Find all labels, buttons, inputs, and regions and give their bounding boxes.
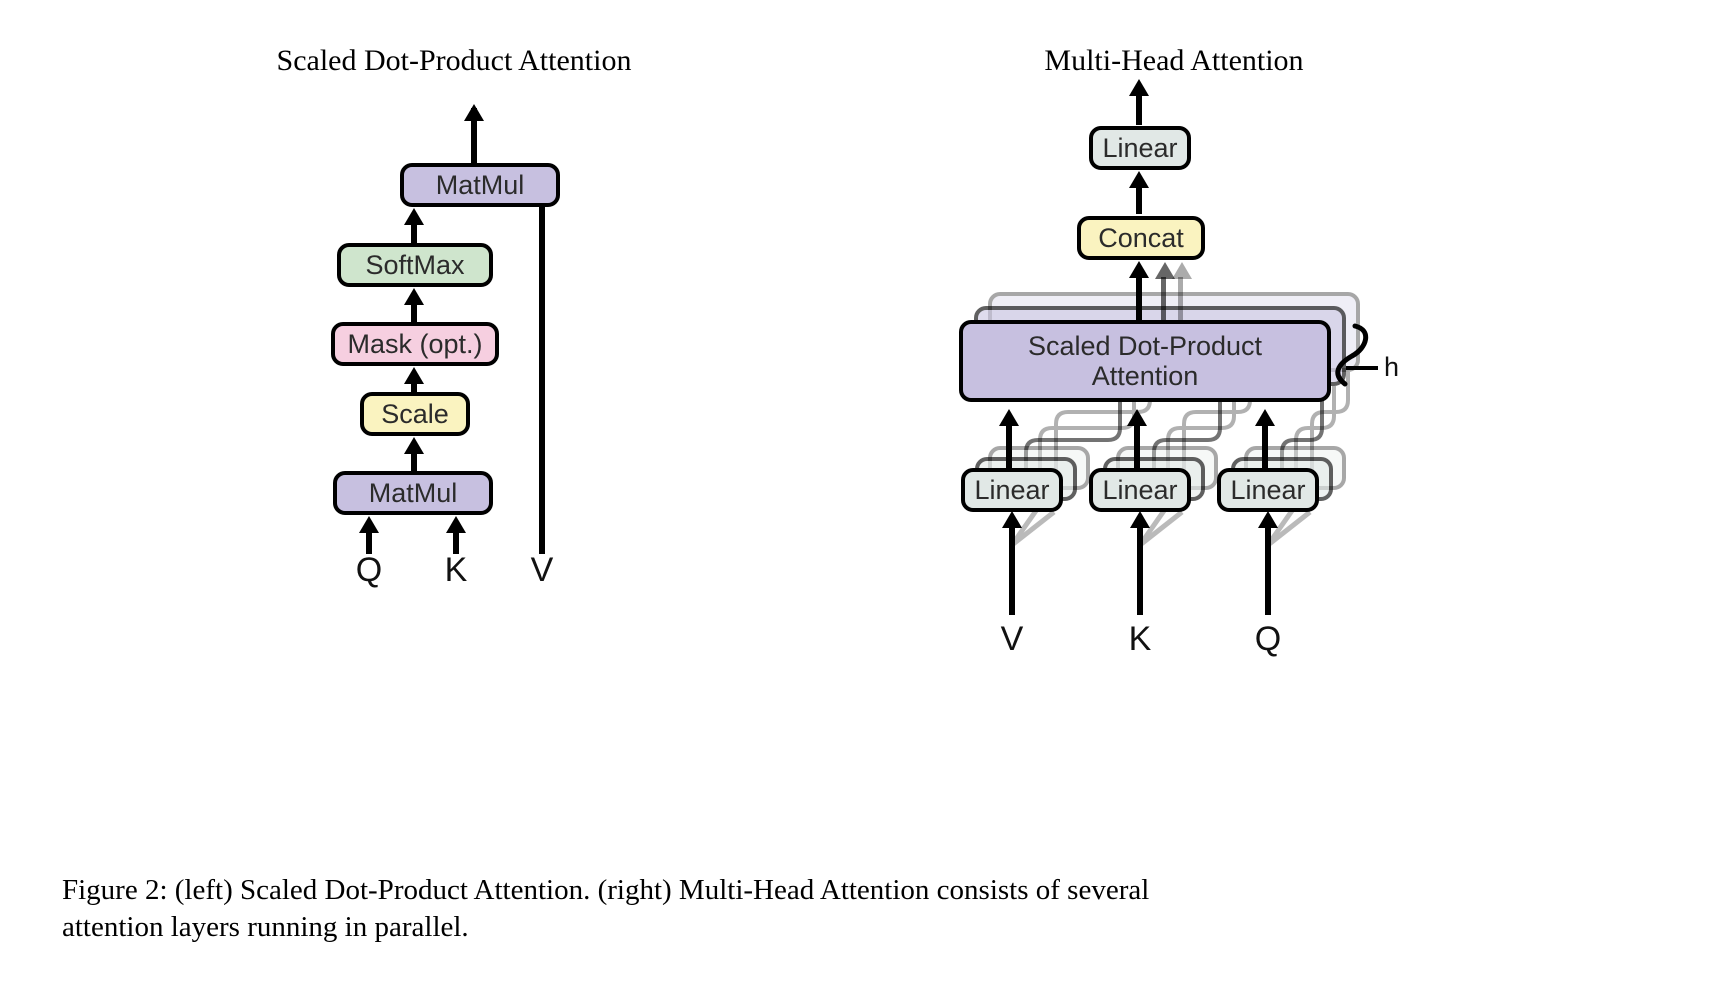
left-node-softmax: SoftMax: [337, 243, 493, 287]
left-input-arrowhead-q: [359, 516, 379, 533]
right-figure-title: Multi-Head Attention: [1044, 44, 1304, 77]
right-ghost1-arrowhead-to-concat: [1155, 262, 1175, 279]
left-node-matmul-bottom: MatMul: [333, 471, 493, 515]
right-input-line-k: [1137, 527, 1143, 615]
left-node-mask: Mask (opt.): [331, 322, 499, 366]
right-node-scaled-dot-product-attention: Scaled Dot-Product Attention: [959, 320, 1331, 402]
left-arrowhead-softmax-to-matmul: [404, 208, 424, 225]
figure-caption: Figure 2: (left) Scaled Dot-Product Atte…: [62, 872, 1674, 946]
right-output-arrowhead: [1129, 79, 1149, 96]
right-input-arrowhead-v: [1002, 511, 1022, 528]
left-input-label-k: K: [444, 551, 468, 589]
left-arrow-matmul-to-scale: [411, 453, 417, 475]
left-arrowhead-matmul-to-scale: [404, 437, 424, 454]
right-node-linear-output-label: Linear: [1102, 132, 1178, 163]
left-arrowhead-scale-to-mask: [404, 367, 424, 384]
left-arrow-mask-to-softmax: [411, 304, 417, 326]
right-arrow-attention-to-concat: [1136, 277, 1142, 327]
right-input-label-v: V: [1000, 620, 1024, 658]
right-input-arrowhead-k: [1130, 511, 1150, 528]
left-node-matmul-bottom-label: MatMul: [368, 477, 458, 508]
left-node-scale: Scale: [360, 392, 470, 436]
left-input-arrowhead-k: [446, 516, 466, 533]
right-arrowhead-linear-v-to-attention: [999, 409, 1019, 426]
caption-line-2: attention layers running in parallel.: [62, 911, 469, 944]
left-node-scale-label: Scale: [381, 398, 449, 429]
left-input-label-v: V: [530, 551, 554, 589]
heads-count-label: h: [1384, 352, 1400, 382]
left-arrow-softmax-to-matmul: [411, 224, 417, 260]
right-input-arrowhead-q: [1258, 511, 1278, 528]
right-ghost2-arrow-to-concat: [1178, 277, 1183, 321]
left-output-arrowhead: [464, 104, 484, 121]
left-output-line: [471, 108, 477, 168]
right-input-label-k: K: [1128, 620, 1152, 658]
left-input-line-q: [366, 532, 372, 554]
right-node-attention-label-line2: Attention: [1091, 361, 1199, 391]
right-arrowhead-linear-k-to-attention: [1127, 409, 1147, 426]
right-node-concat: Concat: [1077, 216, 1205, 260]
right-node-linear-q-label: Linear: [1230, 474, 1306, 505]
left-node-mask-label: Mask (opt.): [347, 328, 483, 359]
right-node-linear-output: Linear: [1089, 126, 1191, 170]
left-arrowhead-mask-to-softmax: [404, 288, 424, 305]
right-node-concat-label: Concat: [1098, 222, 1184, 253]
right-arrow-linear-v-to-attention: [1006, 425, 1012, 473]
right-arrow-linear-k-to-attention: [1134, 425, 1140, 473]
right-arrow-linear-q-to-attention: [1262, 425, 1268, 473]
left-input-line-k: [453, 532, 459, 554]
right-arrow-concat-to-linear: [1136, 187, 1142, 214]
caption-line-1: Figure 2: (left) Scaled Dot-Product Atte…: [62, 874, 1150, 906]
right-node-linear-v: Linear: [961, 468, 1063, 512]
left-node-matmul-top: MatMul: [400, 163, 560, 207]
right-input-line-v: [1009, 527, 1015, 615]
left-node-softmax-label: SoftMax: [365, 249, 465, 280]
left-input-label-q: Q: [355, 551, 383, 589]
left-input-line-v: [539, 192, 545, 554]
right-ghost1-arrow-to-concat: [1161, 277, 1166, 334]
right-ghost2-arrowhead-to-concat: [1172, 262, 1192, 279]
right-node-linear-v-label: Linear: [974, 474, 1050, 505]
right-input-label-q: Q: [1254, 620, 1282, 658]
right-node-linear-k: Linear: [1089, 468, 1191, 512]
left-node-matmul-top-label: MatMul: [435, 169, 525, 200]
right-arrowhead-concat-to-linear: [1129, 171, 1149, 188]
left-figure-title: Scaled Dot-Product Attention: [276, 44, 632, 77]
right-arrowhead-attention-to-concat: [1129, 261, 1149, 278]
right-node-attention-label-line1: Scaled Dot-Product: [1027, 330, 1263, 361]
right-output-line: [1136, 95, 1142, 125]
right-arrowhead-linear-q-to-attention: [1255, 409, 1275, 426]
right-node-linear-k-label: Linear: [1102, 474, 1178, 505]
right-input-line-q: [1265, 527, 1271, 615]
right-node-linear-q: Linear: [1217, 468, 1319, 512]
